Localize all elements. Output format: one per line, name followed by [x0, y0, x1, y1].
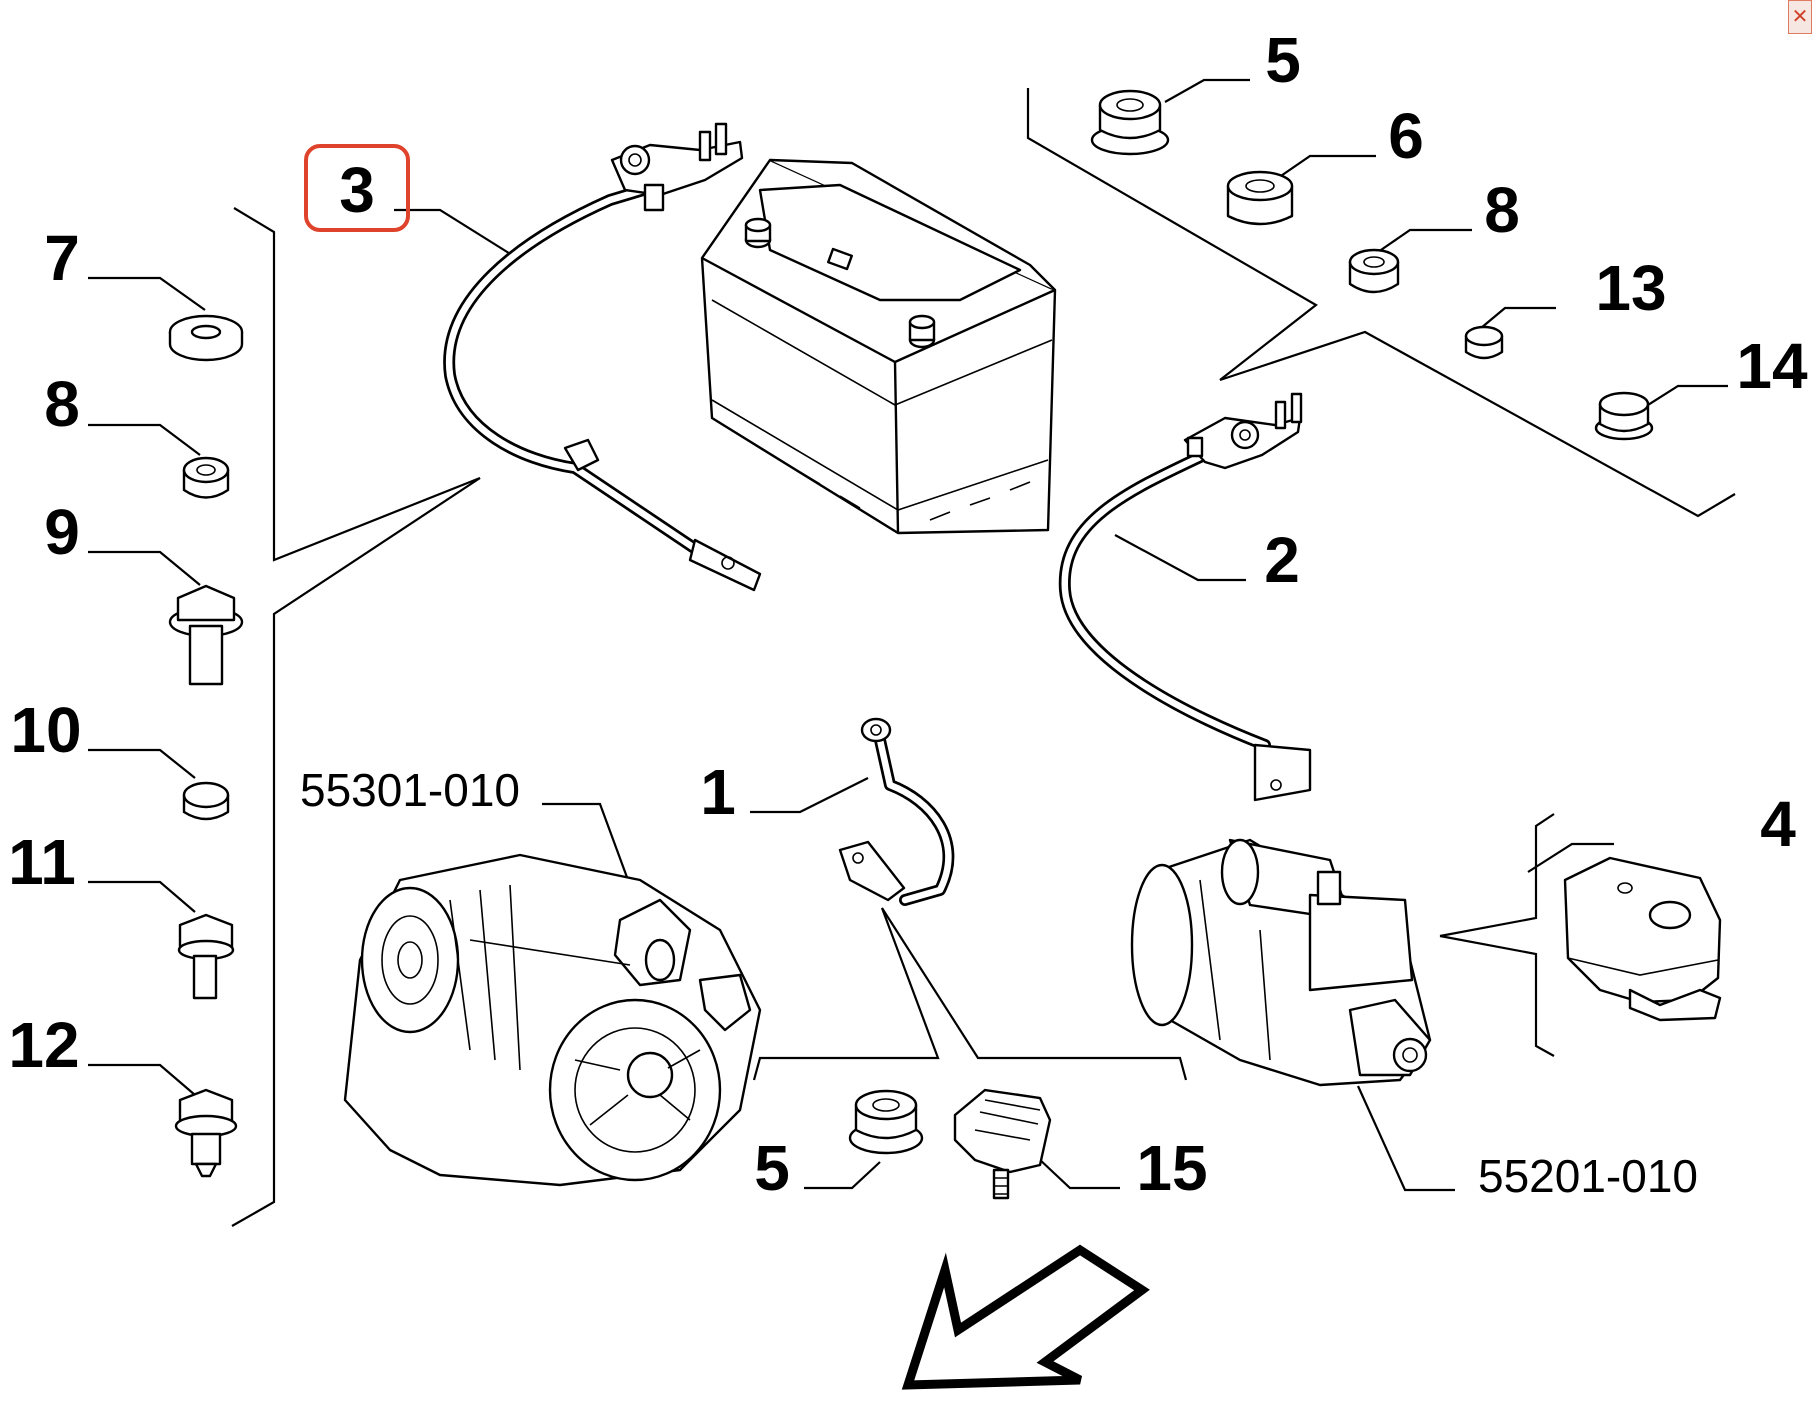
callout-2[interactable]: 2	[1264, 524, 1300, 596]
callout-6[interactable]: 6	[1388, 100, 1424, 172]
battery-cable-3[interactable]	[443, 122, 762, 592]
battery-terminal-negative	[908, 314, 936, 349]
left-bracket	[231, 207, 481, 1227]
top-right-bracket	[1026, 88, 1736, 518]
callout-1-label: 1	[700, 756, 736, 828]
callout-5-bottom-label: 5	[754, 1132, 790, 1204]
callout-13[interactable]: 13	[1595, 252, 1666, 324]
nut-10[interactable]	[182, 781, 230, 821]
callout-2-label: 2	[1264, 524, 1300, 596]
callout-15-label: 15	[1136, 1132, 1207, 1204]
callout-alternator[interactable]: 55301-010	[300, 764, 520, 816]
callout-8-left-label: 8	[44, 368, 80, 440]
callout-3-label: 3	[339, 154, 375, 226]
nut-8-top[interactable]	[1348, 248, 1400, 294]
callout-15[interactable]: 15	[1136, 1132, 1207, 1204]
callout-5-top-label: 5	[1265, 24, 1301, 96]
bolt-9[interactable]	[168, 584, 244, 686]
callout-starter-label: 55201-010	[1478, 1150, 1698, 1202]
callout-14-label: 14	[1736, 330, 1808, 402]
nut-14[interactable]	[1594, 391, 1654, 441]
callout-11[interactable]: 11	[8, 826, 76, 898]
cover-4[interactable]	[1563, 856, 1722, 1022]
bottom-bracket	[752, 907, 1188, 1081]
leader-lines	[88, 78, 1728, 1192]
callout-starter[interactable]: 55201-010	[1478, 1150, 1698, 1202]
callout-alternator-label: 55301-010	[300, 764, 520, 816]
callout-3-highlight	[304, 144, 410, 232]
nut-13[interactable]	[1464, 325, 1504, 360]
callout-13-label: 13	[1595, 252, 1666, 324]
callout-4[interactable]: 4	[1760, 788, 1796, 860]
callout-12[interactable]: 12	[8, 1009, 79, 1081]
callout-7[interactable]: 7	[44, 222, 80, 294]
callout-8-top-label: 8	[1484, 174, 1520, 246]
nut-8-left[interactable]	[182, 456, 230, 499]
direction-arrow-icon	[901, 1244, 1150, 1390]
callout-10-label: 10	[10, 694, 81, 766]
callout-6-label: 6	[1388, 100, 1424, 172]
callout-14[interactable]: 14	[1736, 330, 1808, 402]
callout-5-bottom[interactable]: 5	[754, 1132, 790, 1204]
callout-4-label: 4	[1760, 788, 1796, 860]
callout-8-left[interactable]: 8	[44, 368, 80, 440]
close-button[interactable]: ✕	[1788, 0, 1812, 34]
washer-7[interactable]	[168, 314, 244, 362]
right-bracket	[1439, 813, 1555, 1057]
nut-6[interactable]	[1226, 170, 1294, 226]
callout-1[interactable]: 1	[700, 756, 736, 828]
callout-12-label: 12	[8, 1009, 79, 1081]
callout-11-label: 11	[8, 826, 76, 898]
nut-5-top[interactable]	[1090, 89, 1170, 156]
callout-10[interactable]: 10	[10, 694, 81, 766]
battery-terminal-positive	[744, 217, 772, 249]
bolt-12[interactable]	[174, 1088, 238, 1178]
clip-15[interactable]	[953, 1088, 1052, 1200]
callout-5-top[interactable]: 5	[1265, 24, 1301, 96]
callout-9-label: 9	[44, 496, 80, 568]
nut-5-bottom[interactable]	[848, 1089, 924, 1155]
battery[interactable]	[700, 158, 1057, 535]
starter-motor[interactable]	[1130, 838, 1432, 1087]
battery-cable-2[interactable]	[1058, 392, 1312, 802]
bolt-11[interactable]	[177, 913, 235, 1000]
ground-strap-1[interactable]	[838, 717, 955, 906]
close-icon: ✕	[1791, 4, 1809, 28]
callout-7-label: 7	[44, 222, 80, 294]
alternator[interactable]	[343, 853, 762, 1187]
callout-3[interactable]: 3	[304, 144, 410, 232]
callout-9[interactable]: 9	[44, 496, 80, 568]
callout-8-top[interactable]: 8	[1484, 174, 1520, 246]
